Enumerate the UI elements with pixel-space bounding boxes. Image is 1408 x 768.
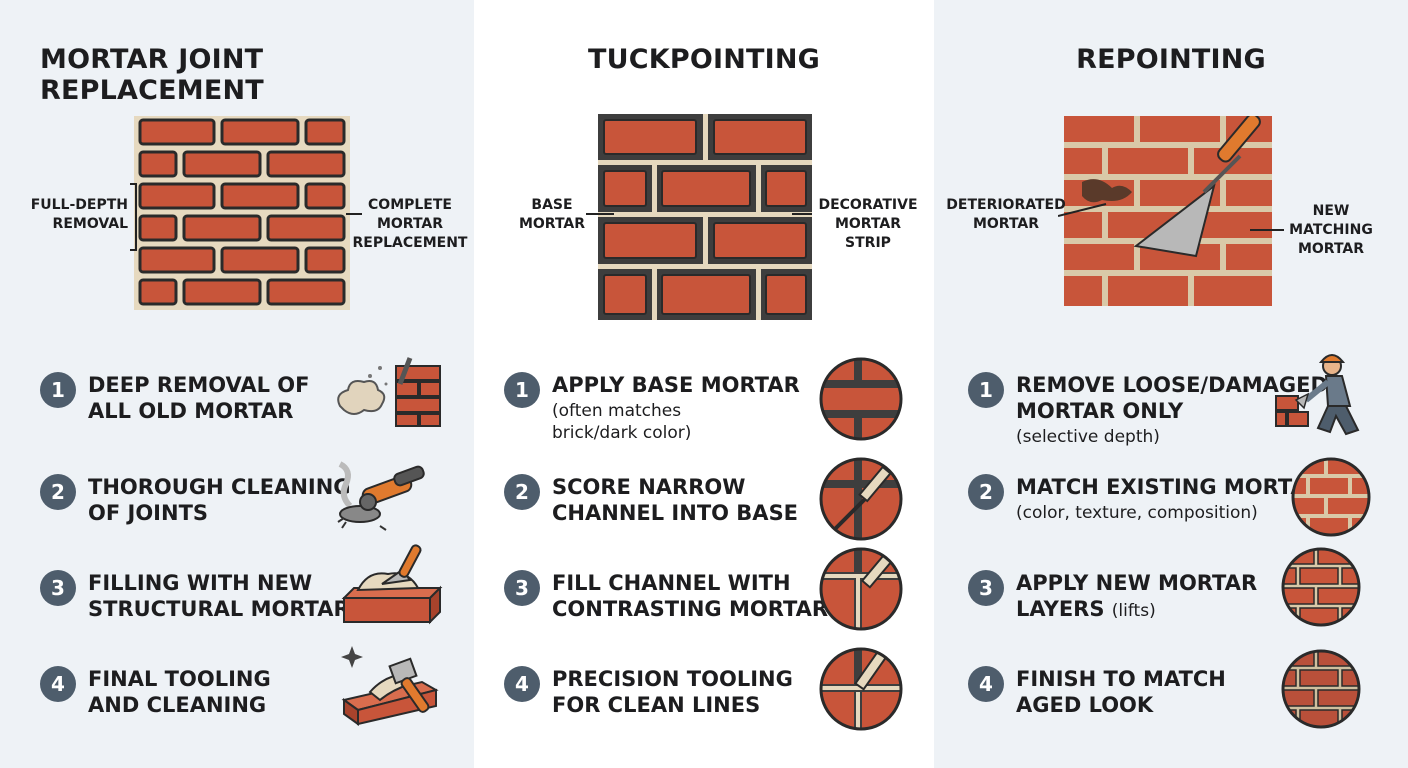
step-title: FINAL TOOLING AND CLEANING <box>88 667 271 717</box>
step-title: REMOVE LOOSE/DAMAGED MORTAR ONLY <box>1016 373 1328 423</box>
brick-wall-full-replacement <box>134 116 350 310</box>
label-complete-mortar-replacement: COMPLETE MORTAR REPLACEMENT <box>352 197 468 251</box>
bracket-left-icon <box>130 183 137 251</box>
step-title: THOROUGH CLEANING OF JOINTS <box>88 475 351 525</box>
step-title: APPLY BASE MORTAR <box>552 373 800 397</box>
fill-channel-circle-icon <box>819 547 903 631</box>
step-title: MATCH EXISTING MORTAR <box>1016 475 1323 499</box>
step-title-line-2-main: LAYERS <box>1016 597 1105 621</box>
worker-icon <box>1275 354 1360 436</box>
step-4: 4 FINISH TO MATCH AGED LOOK <box>934 649 1408 752</box>
step-number-badge: 2 <box>40 474 76 510</box>
step-4: 4 FINAL TOOLING AND CLEANING <box>0 646 474 752</box>
mortar-layers-circle-icon <box>1281 547 1361 627</box>
step-title-line-2-sub: (lifts) <box>1111 601 1156 621</box>
matched-brick-circle-icon <box>1291 457 1371 537</box>
step-1: 1 APPLY BASE MORTAR (often matches brick… <box>474 357 934 458</box>
step-number-badge: 3 <box>40 570 76 606</box>
step-title: PRECISION TOOLING FOR CLEAN LINES <box>552 667 793 717</box>
step-2: 2 SCORE NARROW CHANNEL INTO BASE <box>474 457 934 560</box>
column-title: MORTAR JOINT REPLACEMENT <box>40 44 264 106</box>
leader-line-icon <box>1250 229 1284 231</box>
column-repointing: REPOINTING DETERIORATED MORTAR NEW MATCH… <box>934 0 1408 768</box>
leader-line-icon <box>792 213 812 215</box>
brush-sparkle-icon <box>341 646 439 726</box>
step-title: FILL CHANNEL WITH CONTRASTING MORTAR <box>552 571 829 621</box>
brick-wall-repointing <box>1064 116 1272 306</box>
label-full-depth-removal: FULL-DEPTH REMOVAL <box>30 197 128 232</box>
step-number-badge: 4 <box>40 666 76 702</box>
label-new-matching-mortar: NEW MATCHING MORTAR <box>1289 203 1373 257</box>
column-mortar-joint-replacement: MORTAR JOINT REPLACEMENT FULL-DEPTH REMO… <box>0 0 474 768</box>
step-subtitle: (often matches brick/dark color) <box>552 401 692 443</box>
step-title: SCORE NARROW CHANNEL INTO BASE <box>552 475 799 525</box>
trowel-mortar-icon <box>341 544 443 625</box>
aged-brick-circle-icon <box>1281 649 1361 729</box>
precision-tool-circle-icon <box>819 647 903 731</box>
column-title: TUCKPOINTING <box>587 44 821 75</box>
angle-grinder-icon <box>337 461 425 531</box>
step-2: 2 THOROUGH CLEANING OF JOINTS <box>0 461 474 560</box>
step-title-line-2: LAYERS (lifts) <box>1016 596 1257 624</box>
leader-line-icon <box>586 213 614 215</box>
step-number-badge: 4 <box>504 666 540 702</box>
step-title-line-1: APPLY NEW MORTAR <box>1016 571 1258 595</box>
step-number-badge: 2 <box>968 474 1004 510</box>
leader-line-icon <box>1058 203 1107 217</box>
step-subtitle: (color, texture, composition) <box>1016 503 1258 523</box>
step-number-badge: 4 <box>968 666 1004 702</box>
step-number-badge: 2 <box>504 474 540 510</box>
step-4: 4 PRECISION TOOLING FOR CLEAN LINES <box>474 647 934 752</box>
step-3: 3 FILLING WITH NEW STRUCTURAL MORTAR <box>0 544 474 656</box>
dust-chisel-icon <box>337 357 441 427</box>
step-number-badge: 1 <box>968 372 1004 408</box>
step-number-badge: 1 <box>40 372 76 408</box>
label-deteriorated-mortar: DETERIORATED MORTAR <box>946 197 1066 232</box>
step-number-badge: 1 <box>504 372 540 408</box>
step-number-badge: 3 <box>504 570 540 606</box>
brick-wall-tuckpointing <box>598 114 812 320</box>
label-base-mortar: BASE MORTAR <box>518 197 586 232</box>
step-3: 3 APPLY NEW MORTAR LAYERS (lifts) <box>934 547 1408 656</box>
label-decorative-mortar-strip: DECORATIVE MORTAR STRIP <box>818 197 918 251</box>
step-1: 1 REMOVE LOOSE/DAMAGED MORTAR ONLY (sele… <box>934 354 1408 458</box>
base-mortar-circle-icon <box>819 357 903 441</box>
step-title: APPLY NEW MORTAR LAYERS (lifts) <box>1016 570 1257 624</box>
step-title: FILLING WITH NEW STRUCTURAL MORTAR <box>88 571 350 621</box>
step-number-badge: 3 <box>968 570 1004 606</box>
step-title: DEEP REMOVAL OF ALL OLD MORTAR <box>88 373 310 423</box>
step-2: 2 MATCH EXISTING MORTAR (color, texture,… <box>934 457 1408 560</box>
column-title: REPOINTING <box>1076 44 1266 75</box>
column-tuckpointing: TUCKPOINTING BASE MORTAR DECORATIVE MORT… <box>474 0 934 768</box>
step-1: 1 DEEP REMOVAL OF ALL OLD MORTAR <box>0 357 474 458</box>
step-3: 3 FILL CHANNEL WITH CONTRASTING MORTAR <box>474 547 934 656</box>
leader-line-icon <box>346 213 362 215</box>
step-subtitle: (selective depth) <box>1016 427 1160 447</box>
score-channel-circle-icon <box>819 457 903 541</box>
step-title: FINISH TO MATCH AGED LOOK <box>1016 667 1226 717</box>
